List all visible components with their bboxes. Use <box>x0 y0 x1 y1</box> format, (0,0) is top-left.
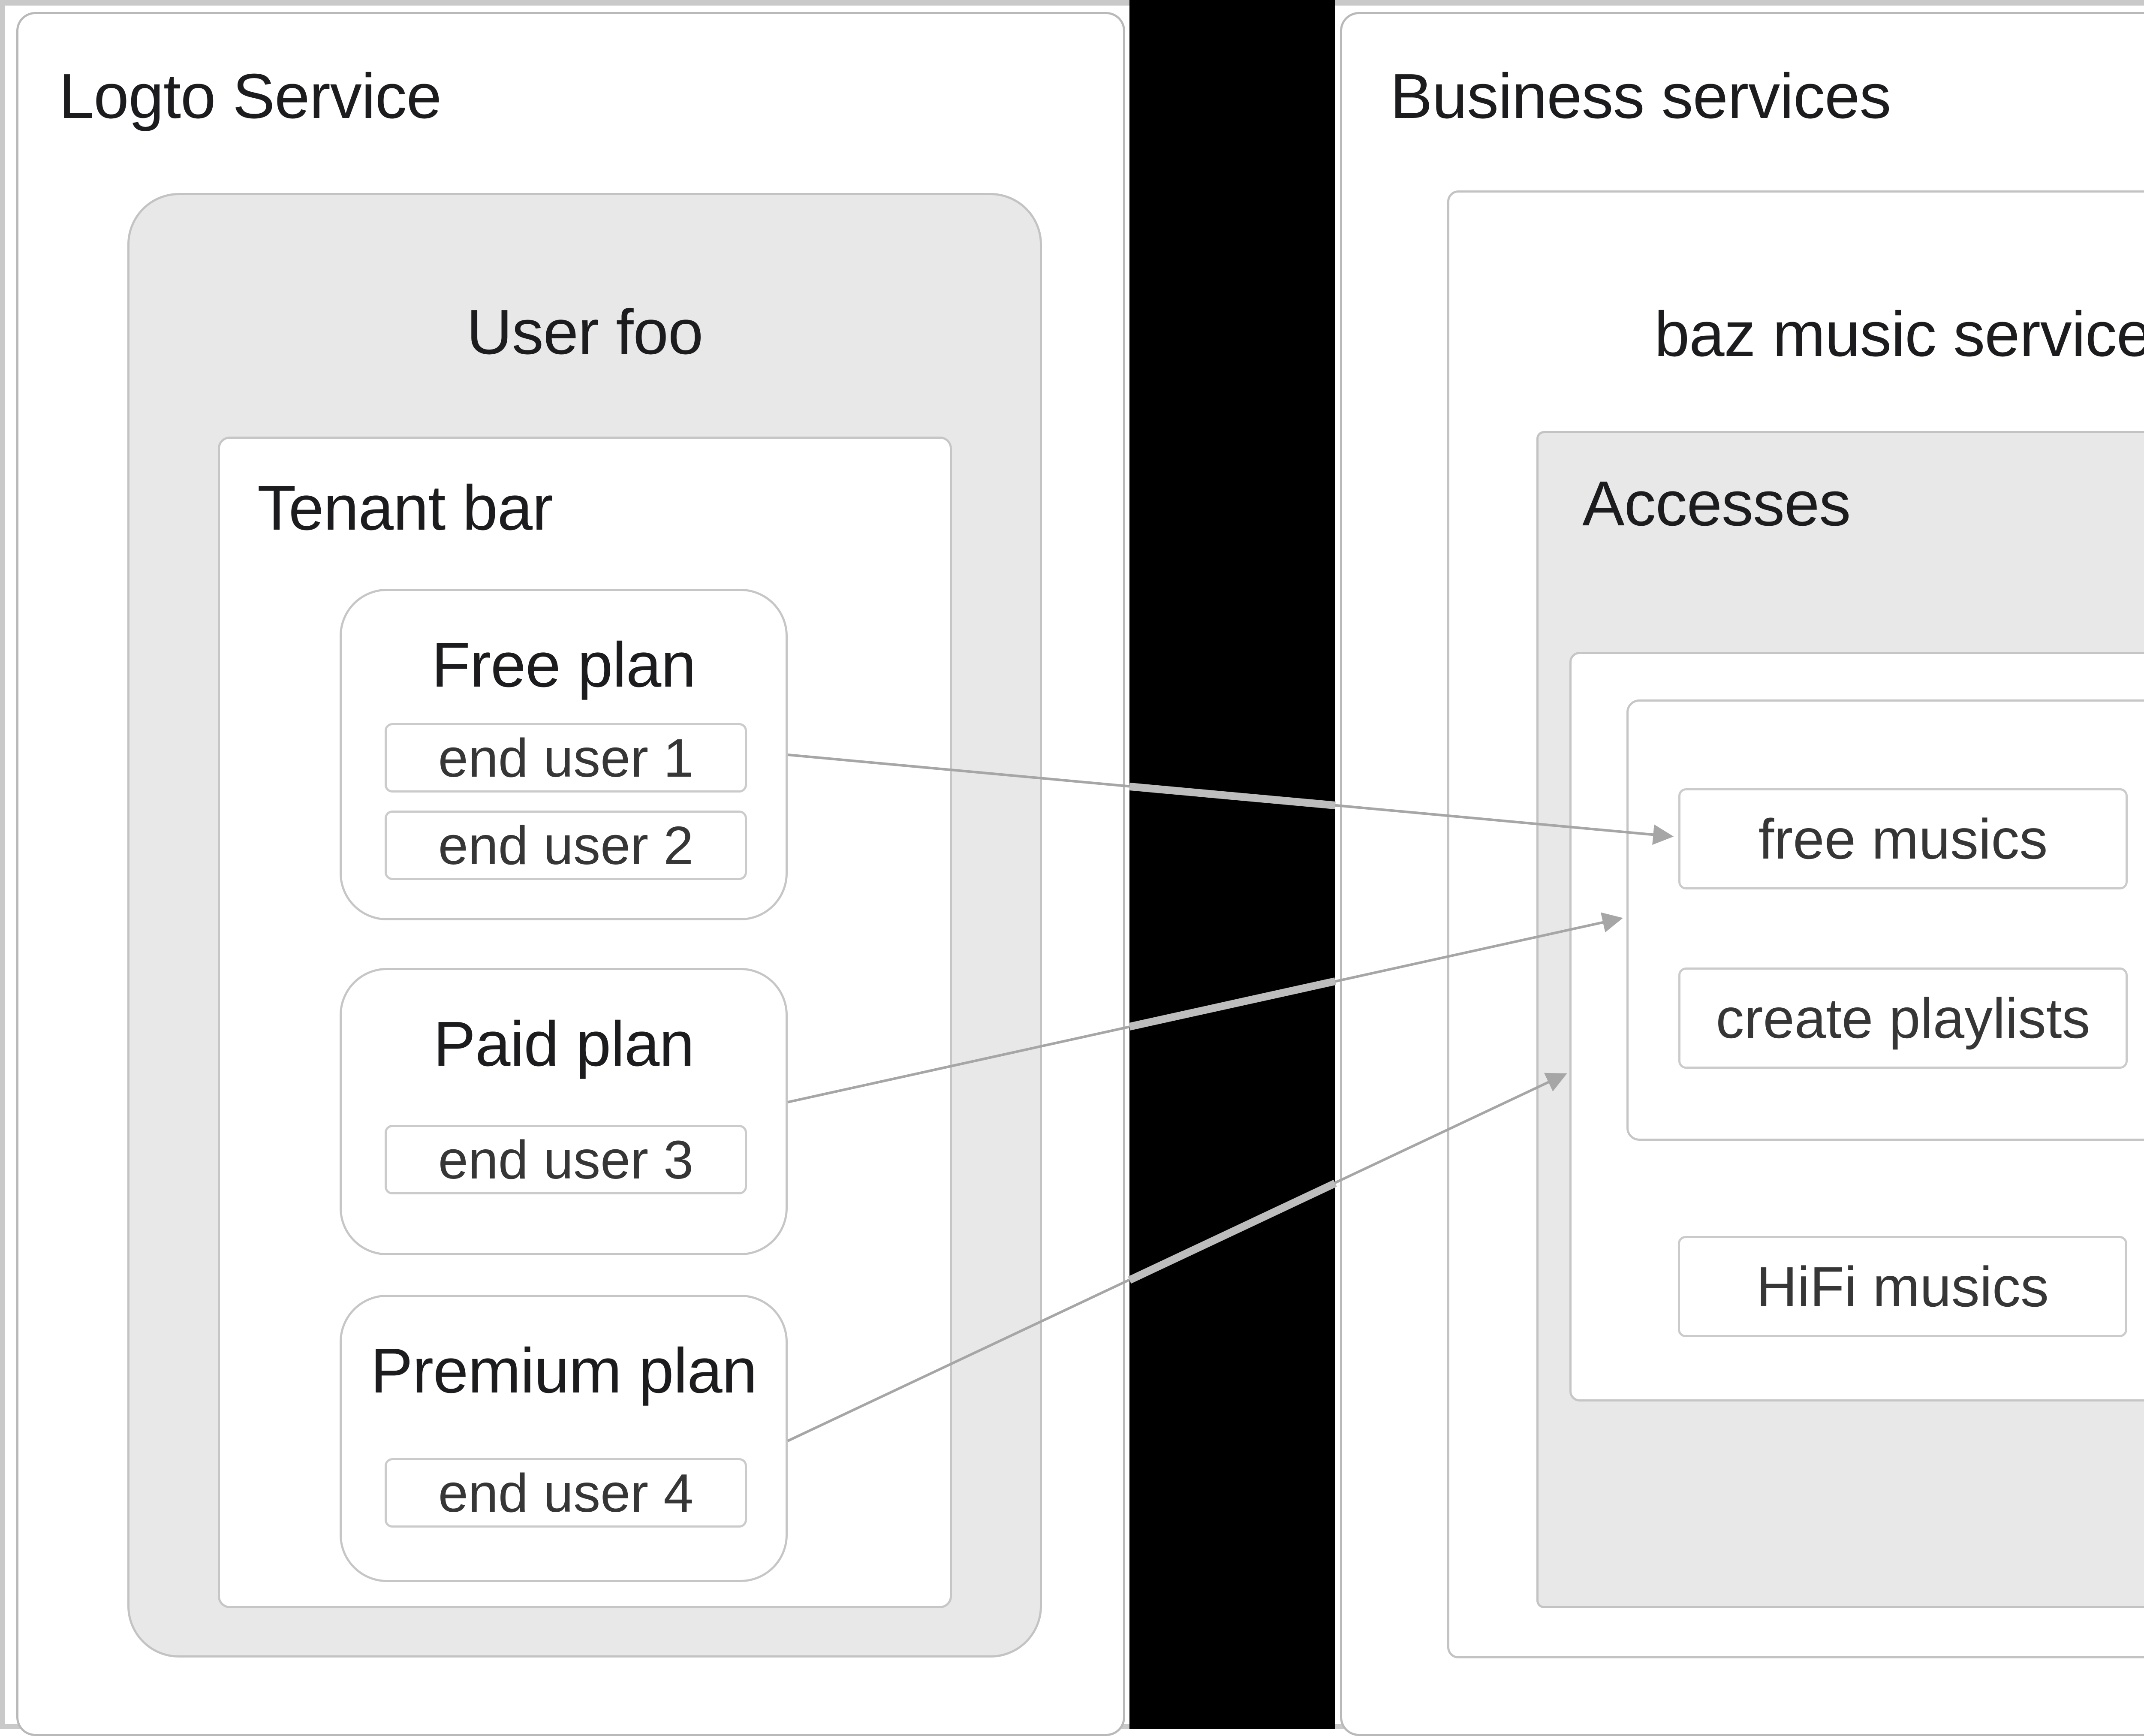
user-foo-label: User foo <box>466 297 703 368</box>
frame-edge-left <box>0 0 5 1729</box>
scopes-outer-box: free musics create playlists HiFi musics <box>1569 652 2144 1401</box>
logto-service-title: Logto Service <box>59 61 442 132</box>
arrow-segment-over-bar-3 <box>1128 1179 1337 1284</box>
paid-plan-box: Paid plan end user 3 <box>340 968 788 1255</box>
premium-plan-label: Premium plan <box>370 1335 757 1406</box>
end-user-4-chip: end user 4 <box>385 1458 747 1528</box>
free-plan-label: Free plan <box>431 630 696 700</box>
end-user-1-chip: end user 1 <box>385 723 747 793</box>
hifi-musics-chip: HiFi musics <box>1678 1236 2127 1337</box>
end-user-2-chip: end user 2 <box>385 811 747 880</box>
end-user-3-chip: end user 3 <box>385 1125 747 1194</box>
business-services-title: Business services <box>1390 61 1891 132</box>
free-musics-chip: free musics <box>1678 788 2128 889</box>
free-plan-box: Free plan end user 1 end user 2 <box>340 589 788 920</box>
redaction-bar <box>1129 0 1335 1729</box>
frame-edge-top <box>0 0 2144 6</box>
tenant-bar-label: Tenant bar <box>257 473 553 543</box>
premium-plan-box: Premium plan end user 4 <box>340 1295 788 1582</box>
accesses-label: Accesses <box>1582 468 1851 539</box>
create-playlists-chip: create playlists <box>1678 967 2128 1069</box>
arrow-segment-over-bar-2 <box>1129 977 1336 1031</box>
basic-scopes-group-box: free musics create playlists <box>1626 699 2144 1141</box>
baz-music-service-label: baz music service <box>1654 299 2144 370</box>
paid-plan-label: Paid plan <box>433 1009 694 1079</box>
arrow-segment-over-bar-1 <box>1129 783 1336 809</box>
